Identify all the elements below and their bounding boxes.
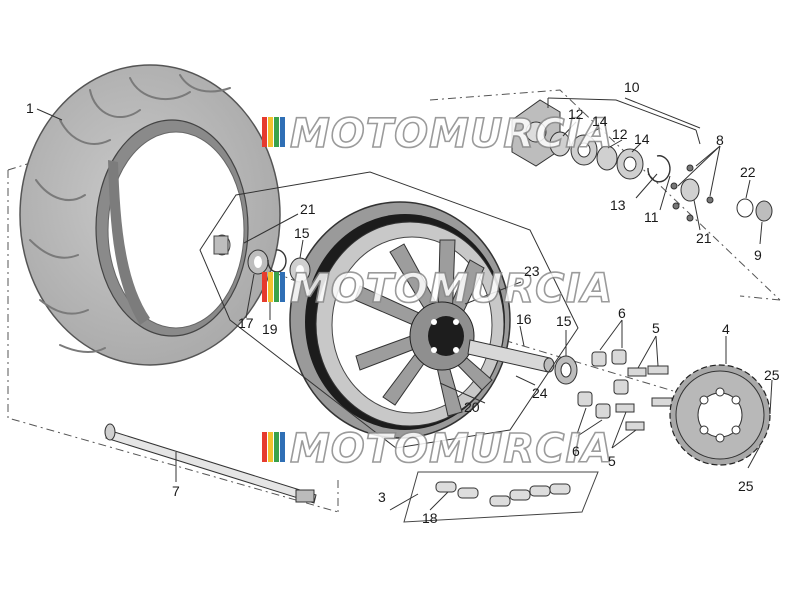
watermark-top: MOTOMURCIA	[262, 110, 613, 158]
callout-6-bottom: 6	[572, 443, 580, 459]
callout-22: 22	[740, 164, 756, 180]
callout-16: 16	[516, 311, 532, 327]
callout-1: 1	[26, 100, 34, 116]
callout-17: 17	[238, 315, 254, 331]
group-outlines	[199, 97, 701, 449]
callout-12-left: 12	[568, 106, 584, 122]
callout-11: 11	[644, 209, 659, 225]
wheel-rim	[289, 201, 511, 439]
cush-drive-parts	[577, 349, 673, 431]
callout-21-left: 21	[300, 201, 316, 217]
callout-3: 3	[378, 489, 386, 505]
callout-4: 4	[722, 321, 730, 337]
callout-15-right: 15	[556, 313, 572, 329]
callout-14-right: 14	[634, 131, 650, 147]
watermark-text: MOTOMURCIA	[290, 111, 613, 157]
rear-sprocket	[669, 364, 771, 466]
callout-19: 19	[262, 321, 278, 337]
callout-20: 20	[464, 399, 480, 415]
callout-15-left: 15	[294, 225, 310, 241]
chain-kit	[403, 471, 599, 523]
callout-5-top: 5	[652, 320, 660, 336]
callout-10: 10	[624, 79, 640, 95]
tire	[19, 64, 281, 366]
bearing-right	[554, 355, 578, 385]
callout-5-bottom: 5	[608, 453, 616, 469]
callout-13: 13	[610, 197, 626, 213]
callout-14-left: 14	[592, 113, 608, 129]
callout-25-bottom: 25	[738, 478, 754, 494]
sprocket-carrier-assembly	[511, 99, 773, 222]
watermark-bottom: MOTOMURCIA	[262, 425, 613, 473]
callout-12-right: 12	[612, 126, 628, 142]
callout-8: 8	[716, 132, 724, 148]
callout-18: 18	[422, 510, 438, 526]
callout-6-top: 6	[618, 305, 626, 321]
watermark-middle: MOTOMURCIA	[262, 265, 613, 313]
watermark-text: MOTOMURCIA	[290, 426, 613, 472]
callout-24: 24	[532, 385, 548, 401]
callout-7: 7	[172, 483, 180, 499]
callout-23: 23	[524, 263, 540, 279]
callout-9: 9	[754, 247, 762, 263]
rear-axle	[104, 423, 317, 504]
bearing-left-set	[247, 249, 311, 283]
callout-25-top: 25	[764, 367, 780, 383]
callout-21-right: 21	[696, 230, 712, 246]
watermark-text: MOTOMURCIA	[290, 266, 613, 312]
callout-labels: 1 3 4 5 5 6 6 7 8 9 10 11 12 12 13 14 14…	[26, 79, 780, 526]
